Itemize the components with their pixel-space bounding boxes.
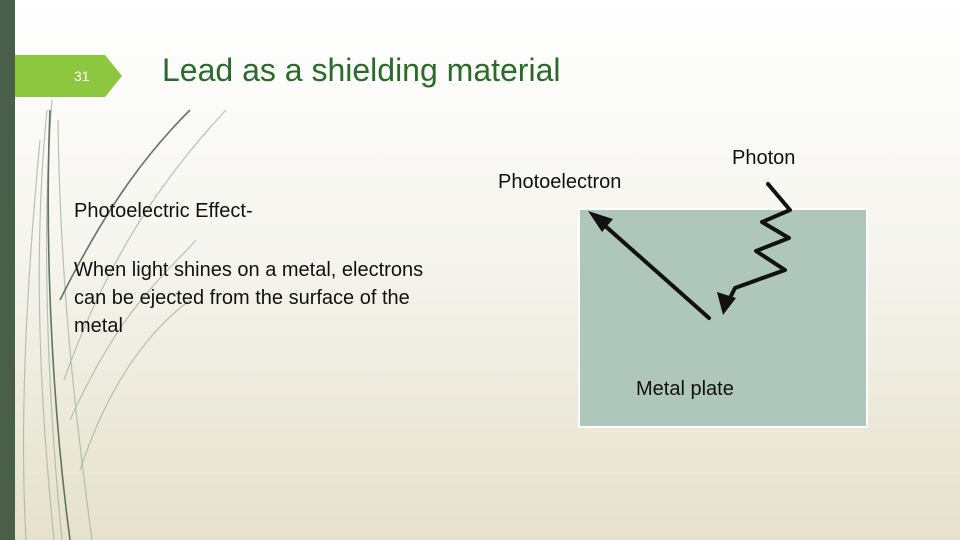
photon-wave-arrow — [717, 184, 790, 315]
photoelectron-arrow — [588, 211, 709, 318]
